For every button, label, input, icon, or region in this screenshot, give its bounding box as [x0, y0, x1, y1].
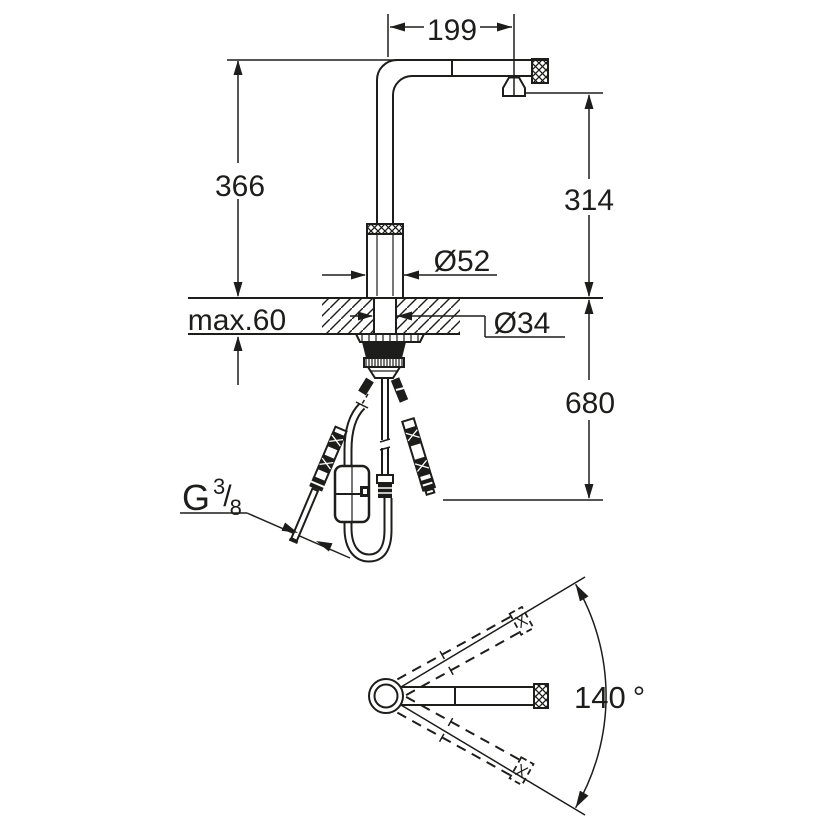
dimension-diameter-34: Ø34	[350, 307, 565, 340]
side-view: 199 366 max.60 314	[180, 14, 615, 563]
aerator-tip-top-view	[533, 683, 549, 709]
spout-position-lower	[396, 695, 535, 787]
spout-top-view	[402, 683, 549, 709]
dim-label-hole-diameter: Ø34	[494, 307, 551, 340]
supply-hoses	[246, 377, 437, 563]
dim-label-hose-drop: 680	[565, 387, 615, 420]
spout-position-upper	[396, 605, 535, 697]
supply-hose-left	[288, 425, 348, 544]
thread-prefix: G	[182, 477, 210, 518]
dimension-314: 314	[524, 92, 614, 297]
hose-coupling-nut	[376, 474, 394, 484]
dimension-680: 680	[443, 299, 615, 501]
dimension-max60: max.60	[188, 304, 286, 385]
faucet-spout	[376, 58, 549, 224]
swivel-angle-value: 140	[574, 680, 626, 715]
swivel-angle-label: 140°	[574, 680, 645, 715]
left-hose-stub	[358, 377, 374, 396]
dim-label-spout-reach: 199	[427, 14, 477, 47]
mounting-nut	[362, 342, 406, 358]
faucet-base-top-view	[368, 678, 404, 714]
dimension-diameter-52: Ø52	[322, 245, 497, 280]
dim-label-outlet-height: 314	[564, 184, 614, 217]
hose-adapter-cone	[366, 366, 402, 379]
swivel-arc	[400, 576, 607, 816]
thread-denominator: 8	[230, 495, 242, 520]
mounting-hardware	[354, 333, 426, 379]
thread-arrow-2	[316, 541, 333, 552]
thread-arrow-1	[281, 522, 298, 533]
dimension-199: 199	[387, 14, 515, 96]
thread-slash: /	[223, 480, 232, 513]
dim-label-counter-thickness: max.60	[188, 304, 286, 337]
thread-numerator: 3	[213, 474, 225, 499]
pullout-hose-loop	[343, 401, 393, 563]
faucet-body	[366, 223, 404, 299]
dim-label-body-diameter: Ø52	[434, 245, 491, 278]
swivel-angle-unit: °	[633, 680, 645, 715]
aerator-tip	[531, 58, 549, 84]
pullout-hose-upper	[376, 378, 394, 498]
dimension-366: 366	[215, 59, 397, 297]
hose-weight	[333, 464, 371, 524]
dim-label-total-height: 366	[215, 170, 265, 203]
supply-hose-right	[401, 416, 437, 497]
top-view: 140°	[368, 576, 645, 816]
swivel-joint-band	[366, 223, 404, 235]
